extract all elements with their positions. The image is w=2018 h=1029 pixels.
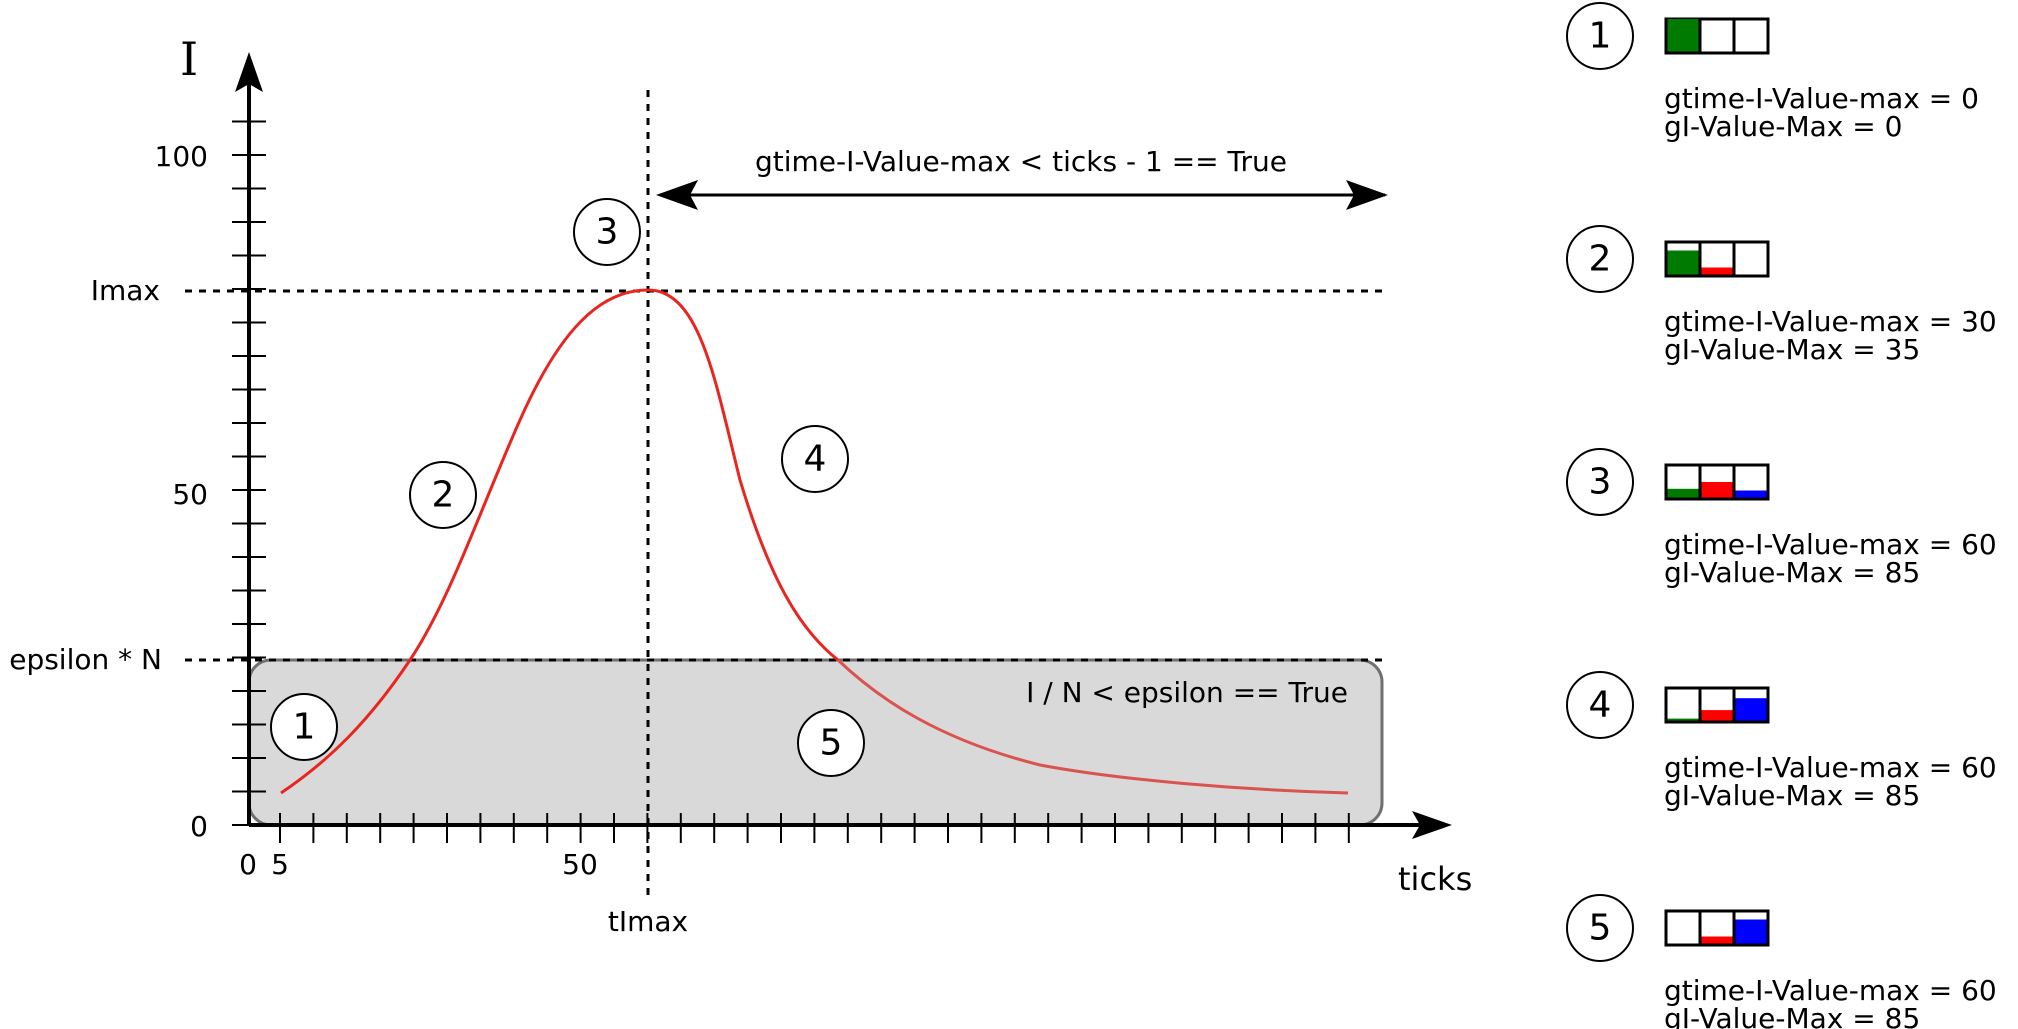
legend-marker-number: 5 [1589,908,1612,949]
legend-line-1: gtime-I-Value-max = 60 [1664,751,1997,784]
legend-marker-circle [1566,448,1634,516]
legend-line-2: gI-Value-Max = 0 [1664,110,1902,143]
legend-cell-fill [1701,710,1733,721]
legend-marker-number: 4 [1589,685,1612,726]
svg-text:3: 3 [596,212,619,253]
phase-marker-3: 3 [573,198,641,266]
legend-marker-number: 1 [1589,16,1612,57]
legend-cell-fill [1667,19,1699,52]
y-label-100: 100 [155,140,208,173]
legend-marker-number: 3 [1589,462,1612,503]
phase-marker-5: 5 [797,709,865,777]
phase-marker-4: 4 [781,425,849,493]
legend-marker-circle [1566,225,1634,293]
legend-marker-circle [1566,2,1634,70]
legend-cell-fill [1735,490,1767,498]
y-label-50: 50 [172,478,208,511]
legend-entry-1: 1 gtime-I-Value-max = 0gI-Value-Max = 0 [1566,2,1979,143]
x-label-0: 0 [239,848,257,881]
y-axis-ticks [232,120,266,826]
y-axis-title: I [180,32,198,86]
legend-line-2: gI-Value-Max = 85 [1664,779,1920,812]
legend-cell-fill [1667,718,1699,721]
phase-marker-1: 1 [270,693,338,761]
x-axis-title: ticks [1398,860,1472,898]
svg-text:2: 2 [432,475,455,516]
legend-cell-fill [1701,482,1733,498]
legend-cell-fill [1735,919,1767,944]
tmax-label: tImax [608,905,688,938]
legend-line-2: gI-Value-Max = 85 [1664,1002,1920,1029]
x-axis-arrowhead [1412,811,1452,839]
legend-cell [1698,17,1736,55]
legend-cell [1664,686,1702,724]
legend-cell [1664,909,1702,947]
legend-line-2: gI-Value-Max = 35 [1664,333,1920,366]
infection-curve [280,288,839,795]
legend-marker-number: 2 [1589,239,1612,280]
range-arrowhead-left [656,180,698,210]
legend-line-2: gI-Value-Max = 85 [1664,556,1920,589]
x-axis-ticks [279,813,1350,843]
region-condition-label: I / N < epsilon == True [1026,676,1348,709]
svg-text:4: 4 [804,439,827,480]
legend-line-1: gtime-I-Value-max = 60 [1664,528,1997,561]
imax-label: Imax [91,274,160,307]
legend-cell-fill [1701,267,1733,275]
legend-cell-fill [1701,936,1733,944]
x-label-5: 5 [271,848,289,881]
range-condition-label: gtime-I-Value-max < ticks - 1 == True [755,145,1287,178]
y-label-0: 0 [190,810,208,843]
range-arrowhead-right [1346,180,1388,210]
legend-cell-fill [1735,698,1767,721]
legend-marker-circle [1566,671,1634,739]
legend-cell [1732,17,1770,55]
x-label-50: 50 [562,848,598,881]
legend-cell-fill [1667,250,1699,275]
legend-cell [1732,240,1770,278]
legend-marker-circle [1566,894,1634,962]
legend-cell-fill [1667,488,1699,498]
svg-text:1: 1 [293,707,316,748]
legend-line-1: gtime-I-Value-max = 0 [1664,82,1979,115]
epsilon-label: epsilon * N [9,643,162,676]
legend-line-1: gtime-I-Value-max = 30 [1664,305,1997,338]
y-axis-arrowhead [235,52,263,92]
legend: 1 gtime-I-Value-max = 0gI-Value-Max = 0 2 g… [1566,2,1997,1029]
svg-text:5: 5 [820,723,843,764]
phase-marker-2: 2 [409,461,477,529]
legend-line-1: gtime-I-Value-max = 60 [1664,974,1997,1007]
infection-curve-tail [836,658,1349,795]
